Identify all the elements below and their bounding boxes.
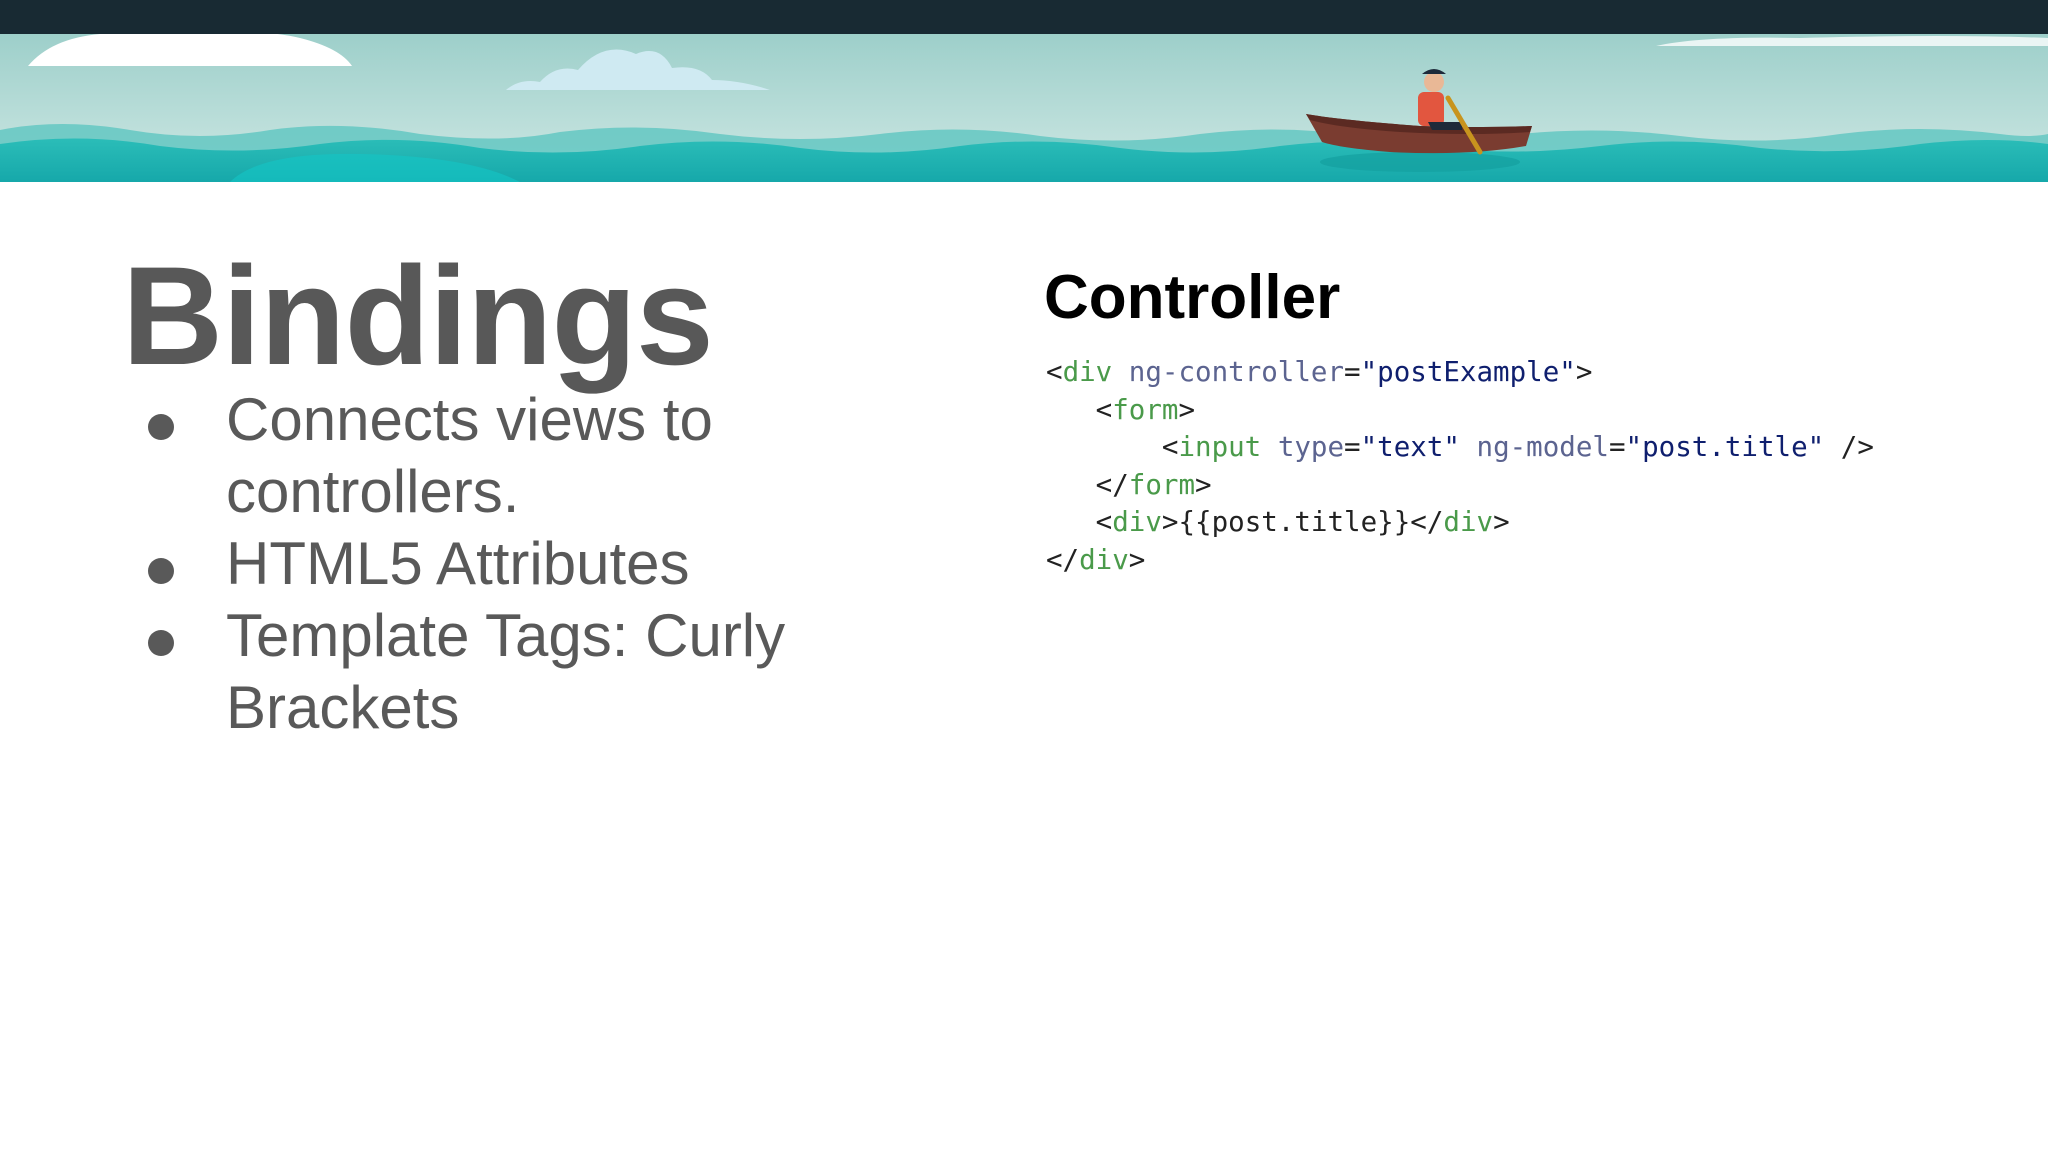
slide-title: Bindings	[122, 237, 714, 394]
code-punctuation: =	[1608, 431, 1626, 463]
code-block: <div ng-controller="postExample"> <form>…	[1046, 354, 1874, 579]
bullet-dot-icon	[148, 558, 174, 584]
code-punctuation: <	[1046, 431, 1179, 463]
code-tag-name: input	[1178, 431, 1262, 463]
code-string: "text"	[1360, 431, 1460, 463]
code-punctuation: <	[1046, 393, 1113, 426]
code-punctuation	[1261, 431, 1278, 463]
top-bar	[0, 0, 2048, 34]
code-tag-name: div	[1062, 356, 1113, 388]
code-line: <input type="text" ng-model="post.title"…	[1046, 429, 1874, 467]
code-punctuation: >	[1128, 543, 1146, 576]
code-punctuation: </	[1410, 506, 1444, 538]
bullet-item: Template Tags: Curly Brackets	[140, 600, 880, 744]
code-text: {{post.title}}	[1178, 506, 1411, 538]
code-punctuation: >	[1575, 356, 1593, 388]
bullet-text: Connects views to controllers.	[226, 386, 713, 525]
bullet-item: HTML5 Attributes	[140, 528, 880, 600]
bullet-dot-icon	[148, 630, 174, 656]
code-line: </form>	[1046, 467, 1874, 505]
code-punctuation: >	[1161, 506, 1179, 538]
code-string: "postExample"	[1360, 356, 1576, 388]
code-punctuation: =	[1344, 431, 1361, 463]
cloud-icon	[1656, 36, 2048, 46]
code-tag-name: div	[1112, 506, 1162, 538]
code-punctuation: </	[1046, 468, 1129, 501]
code-punctuation: >	[1493, 506, 1510, 538]
code-tag-name: div	[1443, 506, 1494, 538]
code-punctuation	[1112, 356, 1129, 388]
code-tag-name: form	[1112, 393, 1179, 426]
code-tag-name: div	[1079, 543, 1129, 576]
bullet-dot-icon	[148, 414, 174, 440]
rower-icon	[1418, 69, 1483, 155]
code-punctuation	[1460, 431, 1477, 463]
bullet-list: Connects views to controllers. HTML5 Att…	[140, 384, 880, 744]
code-section-title: Controller	[1044, 263, 1341, 332]
code-punctuation: </	[1046, 543, 1080, 576]
bullet-text: Template Tags: Curly Brackets	[226, 602, 786, 741]
code-line: <div>{{post.title}}</div>	[1046, 504, 1874, 542]
cloud-icon	[28, 34, 352, 66]
code-attribute: type	[1277, 431, 1345, 463]
banner-illustration	[0, 34, 2048, 182]
bullet-item: Connects views to controllers.	[140, 384, 880, 528]
code-punctuation: <	[1046, 356, 1063, 388]
code-line: </div>	[1046, 542, 1874, 580]
code-attribute: ng-model	[1476, 431, 1609, 463]
code-punctuation: >	[1195, 468, 1212, 501]
bullet-text: HTML5 Attributes	[226, 530, 690, 597]
code-punctuation: =	[1344, 356, 1361, 388]
cloud-icon	[506, 49, 770, 90]
code-attribute: ng-controller	[1128, 356, 1345, 388]
code-line: <div ng-controller="postExample">	[1046, 354, 1874, 392]
code-string: "post.title"	[1625, 431, 1825, 463]
code-punctuation: <	[1046, 506, 1113, 538]
code-tag-name: form	[1128, 468, 1196, 501]
code-punctuation: >	[1178, 393, 1196, 426]
code-punctuation: />	[1824, 431, 1874, 463]
code-line: <form>	[1046, 392, 1874, 430]
